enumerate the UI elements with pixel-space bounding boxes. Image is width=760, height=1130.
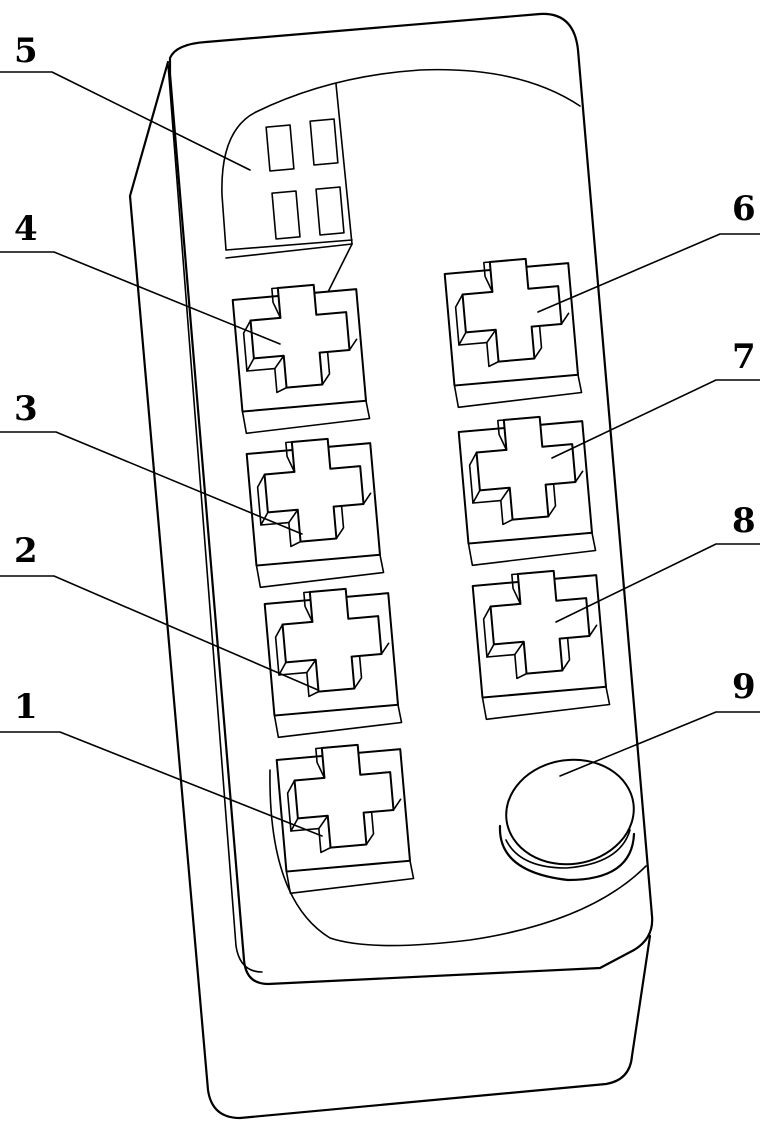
label-9: 9 <box>732 667 756 707</box>
label-1: 1 <box>14 687 38 727</box>
reference-numerals: 5 4 3 2 1 6 7 8 9 <box>14 31 756 727</box>
key-2[interactable] <box>263 585 403 739</box>
label-3: 3 <box>14 389 38 429</box>
leader-line-1 <box>0 731 323 837</box>
housing <box>128 12 654 1120</box>
label-2: 2 <box>14 531 38 571</box>
display-segment <box>265 124 295 172</box>
leader-lines <box>0 71 760 837</box>
key-1[interactable] <box>275 741 415 895</box>
key-4[interactable] <box>231 281 371 435</box>
label-6: 6 <box>732 189 756 229</box>
display-segment <box>315 186 345 236</box>
leader-line-6 <box>537 233 760 313</box>
rotary-knob <box>498 758 636 882</box>
leader-line-3 <box>0 431 303 535</box>
label-7: 7 <box>732 337 756 377</box>
display-segment <box>309 118 339 166</box>
key-3[interactable] <box>245 435 385 589</box>
label-8: 8 <box>732 501 756 541</box>
key-8[interactable] <box>471 567 611 721</box>
key-6[interactable] <box>443 255 583 409</box>
leader-line-4 <box>0 251 281 345</box>
display-segment <box>271 190 301 240</box>
leader-line-5 <box>0 71 251 171</box>
leader-line-9 <box>559 711 760 777</box>
label-5: 5 <box>14 31 38 71</box>
keys-group <box>231 255 611 895</box>
display-module <box>225 83 353 297</box>
key-7[interactable] <box>457 413 597 567</box>
label-4: 4 <box>14 209 38 249</box>
leader-line-2 <box>0 575 319 691</box>
leader-line-7 <box>551 379 760 459</box>
keypad-recess <box>221 68 647 947</box>
leader-line-8 <box>555 543 760 623</box>
